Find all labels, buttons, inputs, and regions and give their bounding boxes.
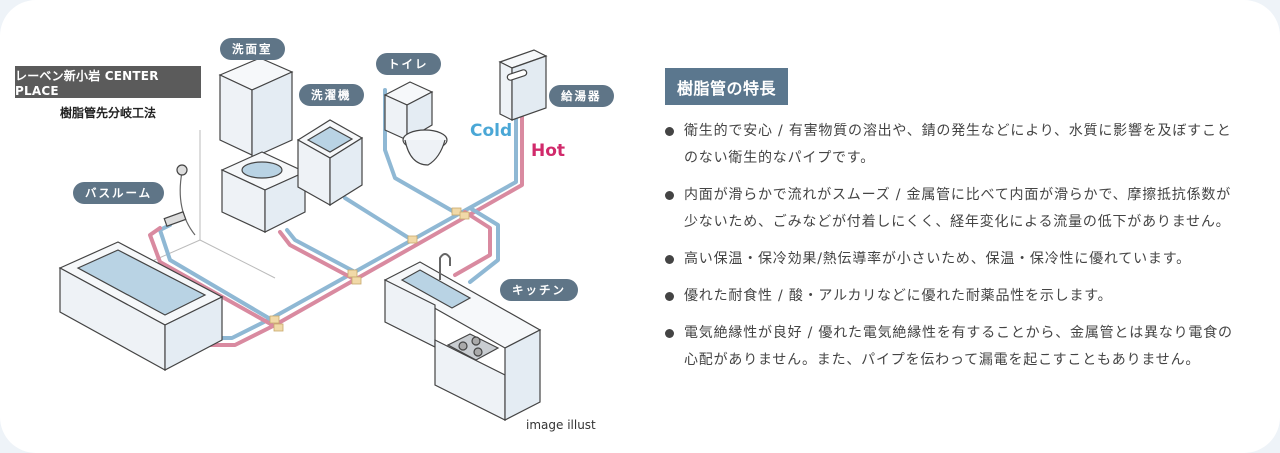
bullet-icon	[665, 191, 674, 200]
cold-water-label: Cold	[470, 121, 513, 141]
bathtub	[58, 164, 224, 372]
pipe-joints	[269, 207, 470, 332]
joint	[451, 207, 462, 216]
feature-text: 優れた耐食性 / 酸・アルカリなどに優れた耐薬品性を示します。	[684, 288, 1113, 304]
toilet-unit	[383, 81, 448, 166]
features-section: 樹脂管の特長 衛生的で安心 / 有害物質の溶出や、錆の発生などにより、水質に影響…	[665, 0, 1245, 453]
image-credit: image illust	[526, 418, 596, 432]
bullet-icon	[665, 255, 674, 264]
construction-method-label: 樹脂管先分岐工法	[59, 106, 156, 120]
bullet-icon	[665, 292, 674, 301]
room-label-water-heater: 給湯器	[549, 85, 614, 107]
joint	[407, 235, 418, 244]
cold-pipe-bath	[158, 223, 274, 322]
hot-pipe-kitchen	[453, 210, 492, 277]
feature-item: 高い保温・保冷効果/熱伝導率が小さいため、保温・保冷性に優れています。	[665, 246, 1240, 273]
feature-text: 内面が滑らかで流れがスムーズ / 金属管に比べて内面が滑らかで、摩擦抵抗係数が少…	[684, 187, 1231, 230]
kitchen-counter	[383, 253, 542, 421]
room-label-kitchen: キッチン	[500, 279, 578, 301]
joint	[273, 323, 284, 332]
joint	[351, 276, 362, 285]
features-list: 衛生的で安心 / 有害物質の溶出や、錆の発生などにより、水質に影響を及ぼすことの…	[665, 118, 1240, 384]
feature-item: 電気絶縁性が良好 / 優れた電気絶縁性を有することから、金属管とは異なり電食の心…	[665, 320, 1240, 374]
room-label-bathroom: バスルーム	[73, 182, 165, 204]
cold-pipe-washroom	[285, 228, 357, 274]
joint	[459, 211, 470, 220]
hot-water-label: Hot	[531, 141, 566, 161]
bullet-icon	[665, 329, 674, 338]
feature-item: 内面が滑らかで流れがスムーズ / 金属管に比べて内面が滑らかで、摩擦抵抗係数が少…	[665, 182, 1240, 236]
room-label-toilet: トイレ	[376, 53, 441, 75]
feature-text: 高い保温・保冷効果/熱伝導率が小さいため、保温・保冷性に優れています。	[684, 251, 1191, 267]
feature-item: 衛生的で安心 / 有害物質の溶出や、錆の発生などにより、水質に影響を及ぼすことの…	[665, 118, 1240, 172]
room-label-washroom: 洗面室	[220, 38, 285, 60]
room-label-laundry: 洗濯機	[299, 84, 364, 106]
project-name-badge: レーベン新小岩 CENTER PLACE	[15, 66, 201, 98]
feature-text: 電気絶縁性が良好 / 優れた電気絶縁性を有することから、金属管とは異なり電食の心…	[684, 325, 1233, 368]
washroom-vanity	[218, 57, 307, 233]
piping-illustration: レーベン新小岩 CENTER PLACE 樹脂管先分岐工法 洗面室 トイレ 洗濯…	[15, 38, 614, 432]
plumbing-diagram	[58, 49, 548, 421]
hot-pipe-washroom	[278, 230, 354, 280]
water-heater-unit	[498, 49, 548, 121]
feature-text: 衛生的で安心 / 有害物質の溶出や、錆の発生などにより、水質に影響を及ぼすことの…	[684, 123, 1232, 166]
laundry-machine	[296, 119, 364, 207]
joint	[347, 269, 358, 278]
feature-item: 優れた耐食性 / 酸・アルカリなどに優れた耐薬品性を示します。	[665, 283, 1240, 310]
joint	[269, 315, 280, 324]
cold-pipe-kitchen	[468, 206, 500, 284]
features-title: 樹脂管の特長	[665, 68, 789, 105]
bullet-icon	[665, 127, 674, 136]
cold-pipe-laundry	[343, 196, 414, 242]
